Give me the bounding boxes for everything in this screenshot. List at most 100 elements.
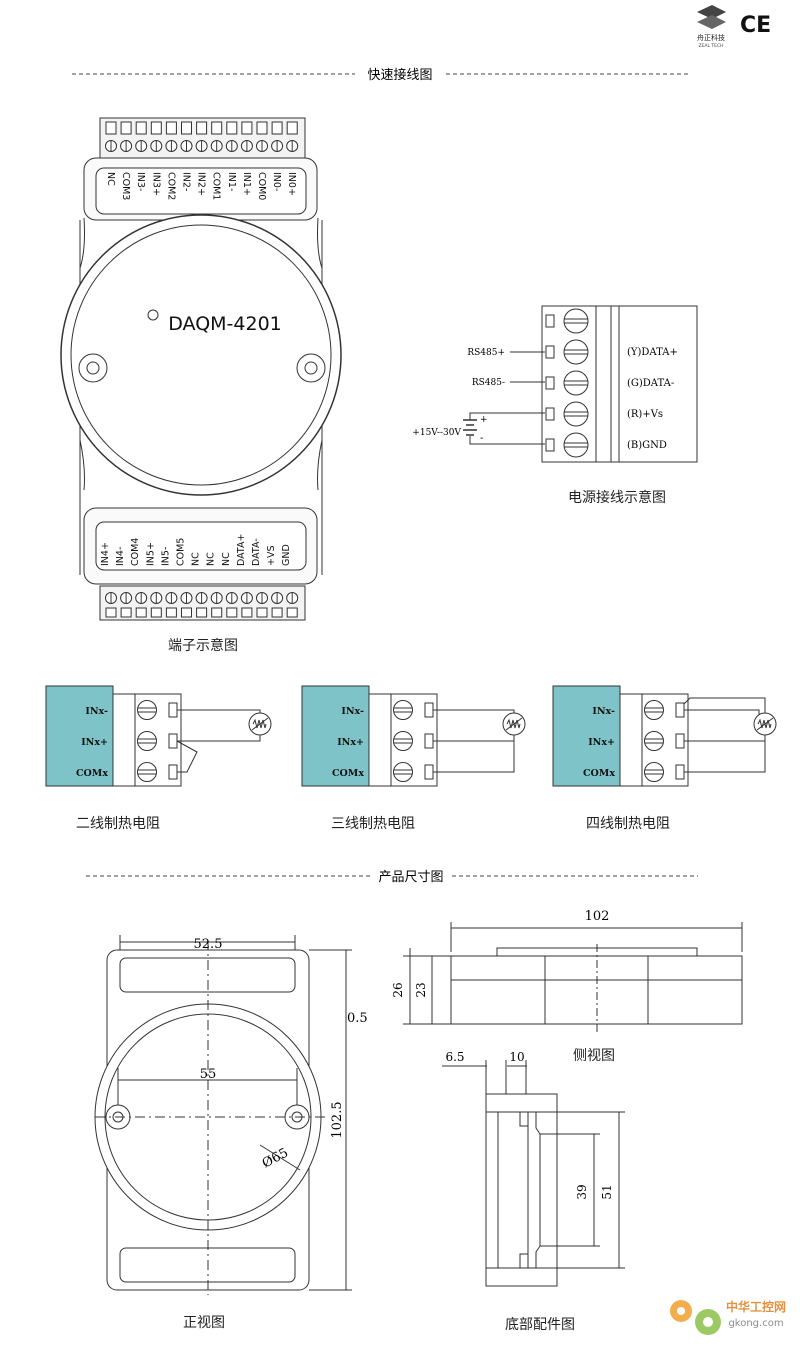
terminal-label-data: DATA+ <box>236 534 247 566</box>
terminal-pin-socket <box>181 607 192 618</box>
rtd-label-inx: INx- <box>85 706 108 717</box>
terminal-pin-socket <box>241 607 253 618</box>
rtd-label-inx: INx+ <box>588 737 615 748</box>
rtd-caption-2-wire: 二线制热电阻 <box>76 816 160 832</box>
terminal-pin-socket <box>165 121 177 135</box>
terminal-pin-socket <box>135 607 147 618</box>
rtd-screw-icon <box>137 700 157 720</box>
terminal-label-com2: COM2 <box>165 172 176 200</box>
terminal-pin-socket <box>135 121 147 135</box>
power-screw-icon <box>563 432 589 458</box>
front-view-caption: 正视图 <box>183 1315 225 1331</box>
power-label-rs485-plus: RS485+ <box>467 348 505 358</box>
dim-front-edge: 0.5 <box>347 1011 368 1026</box>
power-pin-socket <box>545 314 555 328</box>
power-screw-icon <box>563 370 589 396</box>
terminal-label-nc: NC <box>105 172 116 186</box>
rtd-label-inx: INx+ <box>81 737 108 748</box>
terminal-label-nc: NC <box>221 552 232 566</box>
rtd-screw-icon <box>393 762 413 782</box>
rtd-pin-socket <box>675 764 685 780</box>
power-pin-socket <box>545 376 555 390</box>
watermark-cn: 中华工控网 <box>726 1299 786 1314</box>
rtd-pin-socket <box>168 733 178 749</box>
dim-side-23: 23 <box>414 982 428 997</box>
terminal-pin-socket <box>150 121 162 135</box>
rtd-label-comx: COMx <box>332 768 364 779</box>
rtd-screw-icon <box>393 700 413 720</box>
rtd-screw-icon <box>644 700 664 720</box>
terminal-label-com5: COM5 <box>176 538 187 566</box>
battery-minus: - <box>480 433 483 444</box>
rtd-pin-socket <box>675 702 685 718</box>
power-label-gnd: (B)GND <box>627 440 667 451</box>
rtd-screw-icon <box>137 762 157 782</box>
terminal-pin-socket <box>120 607 132 618</box>
power-screw-icon <box>563 339 589 365</box>
brand-name: 舟正科技 <box>697 33 725 42</box>
rtd-screw-icon <box>644 731 664 751</box>
rtd-screw-icon <box>137 731 157 751</box>
rtd-pin-socket <box>424 702 434 718</box>
rtd-diagram-3-wire: INx- INx+ COMx 三线制热电阻 <box>301 685 526 832</box>
terminal-label-in5: IN5- <box>160 547 171 566</box>
rtd-diagrams: INx-INx+COMx二线制热电阻INx-INx+COMx三线制热电阻INx-… <box>45 685 777 832</box>
terminal-label-nc: NC <box>206 552 217 566</box>
terminal-pin-socket <box>150 607 162 618</box>
front-view <box>94 935 352 1295</box>
terminal-pin-socket <box>105 607 117 618</box>
terminal-pin-socket <box>241 121 253 135</box>
terminal-label-in4: IN4+ <box>100 542 111 566</box>
rtd-caption-4-wire: 四线制热电阻 <box>586 816 670 832</box>
terminal-pin-socket <box>105 121 117 135</box>
dim-front-hole: 55 <box>200 1067 217 1082</box>
terminal-label-in3: IN3- <box>135 172 146 191</box>
rtd-screw-icon <box>393 731 413 751</box>
rtd-pin-socket <box>168 702 178 718</box>
rtd-screw-icon <box>644 762 664 782</box>
dim-side-length: 102 <box>585 909 610 924</box>
rtd-label-inx: INx+ <box>337 737 364 748</box>
dim-front-width: 52.5 <box>194 937 223 952</box>
section-title-dimensions: 产品尺寸图 <box>378 870 443 885</box>
terminal-pin-socket <box>196 121 208 135</box>
terminal-label-data: DATA- <box>251 538 262 566</box>
module-caption: 端子示意图 <box>168 637 238 654</box>
module-model: DAQM-4201 <box>168 313 282 335</box>
terminal-pin-socket <box>271 121 283 135</box>
rtd-pin-socket <box>675 733 685 749</box>
power-label-rs485-minus: RS485- <box>472 378 505 388</box>
rtd-caption-3-wire: 三线制热电阻 <box>331 816 415 832</box>
terminal-pin-socket <box>211 607 223 618</box>
power-pin-socket <box>545 438 555 452</box>
terminal-pin-socket <box>256 607 268 618</box>
dim-front-height: 102.5 <box>330 1101 345 1138</box>
dim-bottom-6-5: 6.5 <box>445 1050 464 1064</box>
terminal-pin-socket <box>286 607 298 618</box>
terminal-label-in1: IN1- <box>226 172 237 191</box>
watermark-url: gkong.com <box>728 1318 783 1329</box>
terminal-label-in0: IN0+ <box>286 172 297 196</box>
terminal-label-com1: COM1 <box>211 172 222 200</box>
power-screw-icon <box>563 308 589 334</box>
terminal-pin-socket <box>211 121 223 135</box>
rtd-label-inx: INx- <box>341 706 364 717</box>
power-caption: 电源接线示意图 <box>568 489 666 506</box>
terminal-label-com3: COM3 <box>120 172 131 200</box>
terminal-label-in2: IN2- <box>181 172 192 191</box>
rtd-pin-socket <box>424 764 434 780</box>
terminal-label-in4: IN4- <box>115 547 126 566</box>
terminal-pin-socket <box>286 121 298 135</box>
terminal-label-com4: COM4 <box>130 538 141 566</box>
bottom-view-caption: 底部配件图 <box>505 1317 575 1333</box>
bottom-view <box>442 1060 625 1287</box>
terminal-pin-socket <box>256 121 268 135</box>
dim-bottom-51: 51 <box>600 1184 614 1199</box>
watermark: 中华工控网 gkong.com <box>670 1299 786 1335</box>
brand-sub: ZEAL TECH <box>698 43 723 49</box>
power-label-data-minus: (G)DATA- <box>627 378 674 389</box>
